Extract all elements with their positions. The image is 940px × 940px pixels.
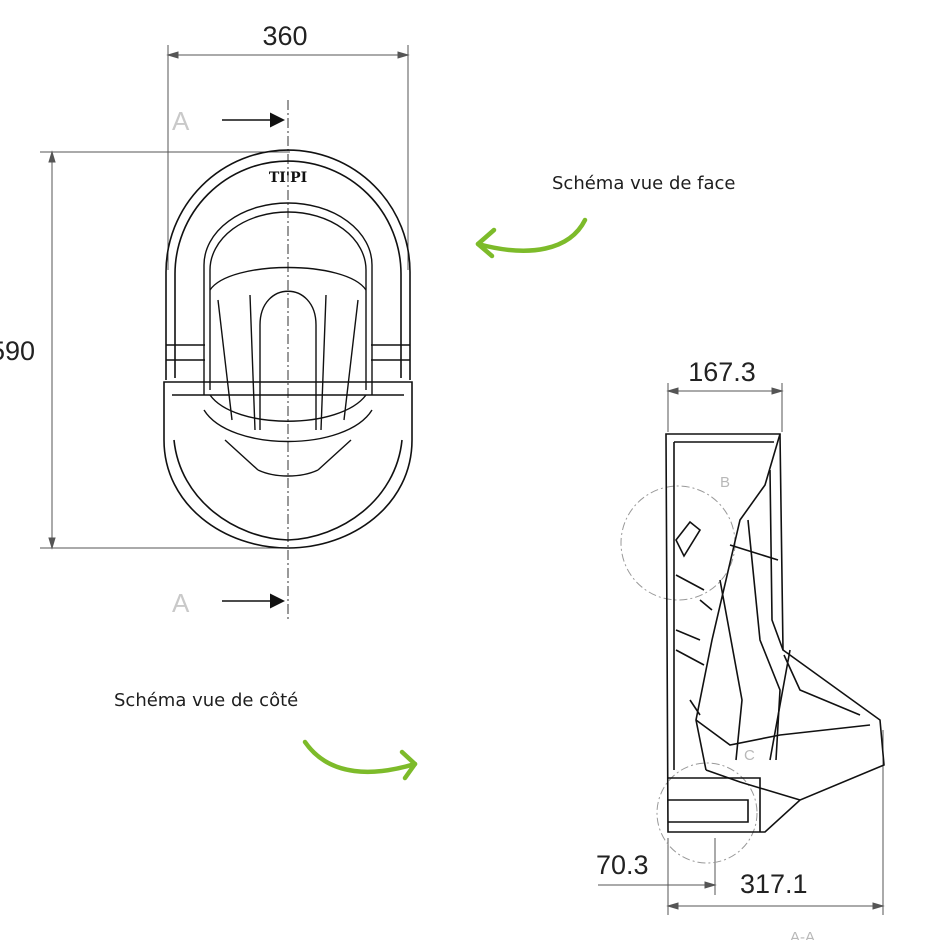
front-width-dimension bbox=[166, 45, 410, 270]
section-caption: A-A bbox=[790, 929, 815, 940]
front-height-dimension bbox=[40, 150, 290, 550]
side-top-dimension bbox=[666, 383, 784, 432]
detail-label-c: C bbox=[744, 747, 755, 764]
section-mark-top: A bbox=[172, 106, 190, 136]
side-body-outline bbox=[665, 433, 885, 833]
front-inner-bowl bbox=[203, 202, 373, 477]
brand-label: TI'PI bbox=[269, 170, 307, 186]
side-view: 167.3 70.3 317.1 A-A B C bbox=[596, 357, 885, 940]
side-bottom-right-label: 317.1 bbox=[740, 869, 808, 899]
front-width-label: 360 bbox=[262, 21, 307, 51]
side-top-label: 167.3 bbox=[688, 357, 756, 387]
front-view-caption: Schéma vue de face bbox=[552, 173, 736, 194]
side-view-caption: Schéma vue de côté bbox=[114, 690, 299, 711]
section-mark-bottom: A bbox=[172, 588, 190, 618]
front-height-label: 590 bbox=[0, 336, 35, 366]
detail-label-b: B bbox=[720, 474, 730, 491]
detail-circle-c bbox=[656, 762, 758, 864]
side-bottom-left-label: 70.3 bbox=[596, 850, 649, 880]
side-callout-arrow bbox=[302, 739, 418, 781]
front-view: 360 590 A A bbox=[0, 21, 413, 620]
front-callout-arrow bbox=[475, 217, 588, 259]
